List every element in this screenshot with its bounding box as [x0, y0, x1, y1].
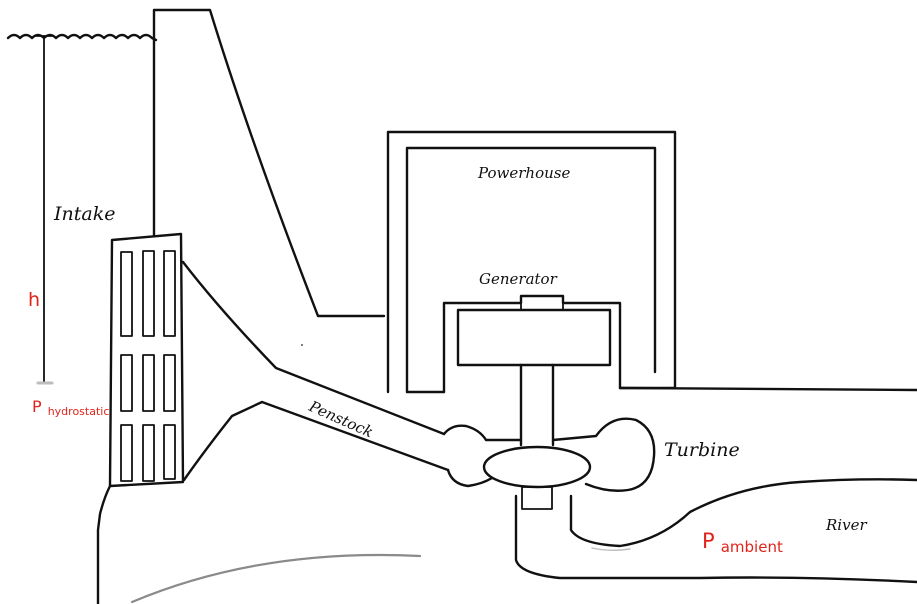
- draft-tube-right: [569, 478, 917, 548]
- intake-screen: [108, 232, 185, 488]
- p-hydrostatic-sub: hydrostatic: [48, 405, 110, 418]
- river-lower-shade: [591, 547, 631, 551]
- turbine-hub: [521, 486, 553, 510]
- generator: [456, 308, 612, 367]
- left-ground: [96, 484, 112, 604]
- p-hydrostatic-main: P: [32, 397, 42, 416]
- p-ambient-sub: ambient: [721, 538, 783, 556]
- turbine-label: Turbine: [664, 439, 740, 461]
- pencil-dot: [301, 344, 303, 346]
- turbine-scroll-case: [442, 417, 656, 492]
- turbine-runner: [482, 445, 592, 489]
- p-ambient-main: P: [702, 529, 715, 553]
- powerhouse-label: Powerhouse: [477, 164, 570, 182]
- river-label: River: [825, 516, 867, 534]
- h-label: h: [28, 289, 40, 311]
- ground-curve: [130, 553, 422, 604]
- intake-grille: [120, 250, 176, 482]
- intake-label: Intake: [53, 203, 115, 225]
- draft-tube-left: [514, 494, 917, 584]
- generator-label: Generator: [479, 270, 558, 288]
- powerhouse-inner-wall: [405, 146, 657, 394]
- penstock-upper-wall: [181, 260, 446, 436]
- dam-wall: [152, 8, 386, 318]
- turbine-lower-case: [446, 468, 494, 488]
- penstock-lower-wall: [182, 400, 450, 482]
- turbine-shaft: [519, 363, 555, 447]
- generator-top-cap: [520, 295, 564, 311]
- p-ambient-label: P ambient: [702, 529, 783, 556]
- river-upper-bank: [618, 386, 917, 392]
- p-hydrostatic-label: P hydrostatic: [32, 395, 109, 418]
- water-surface: [6, 33, 158, 42]
